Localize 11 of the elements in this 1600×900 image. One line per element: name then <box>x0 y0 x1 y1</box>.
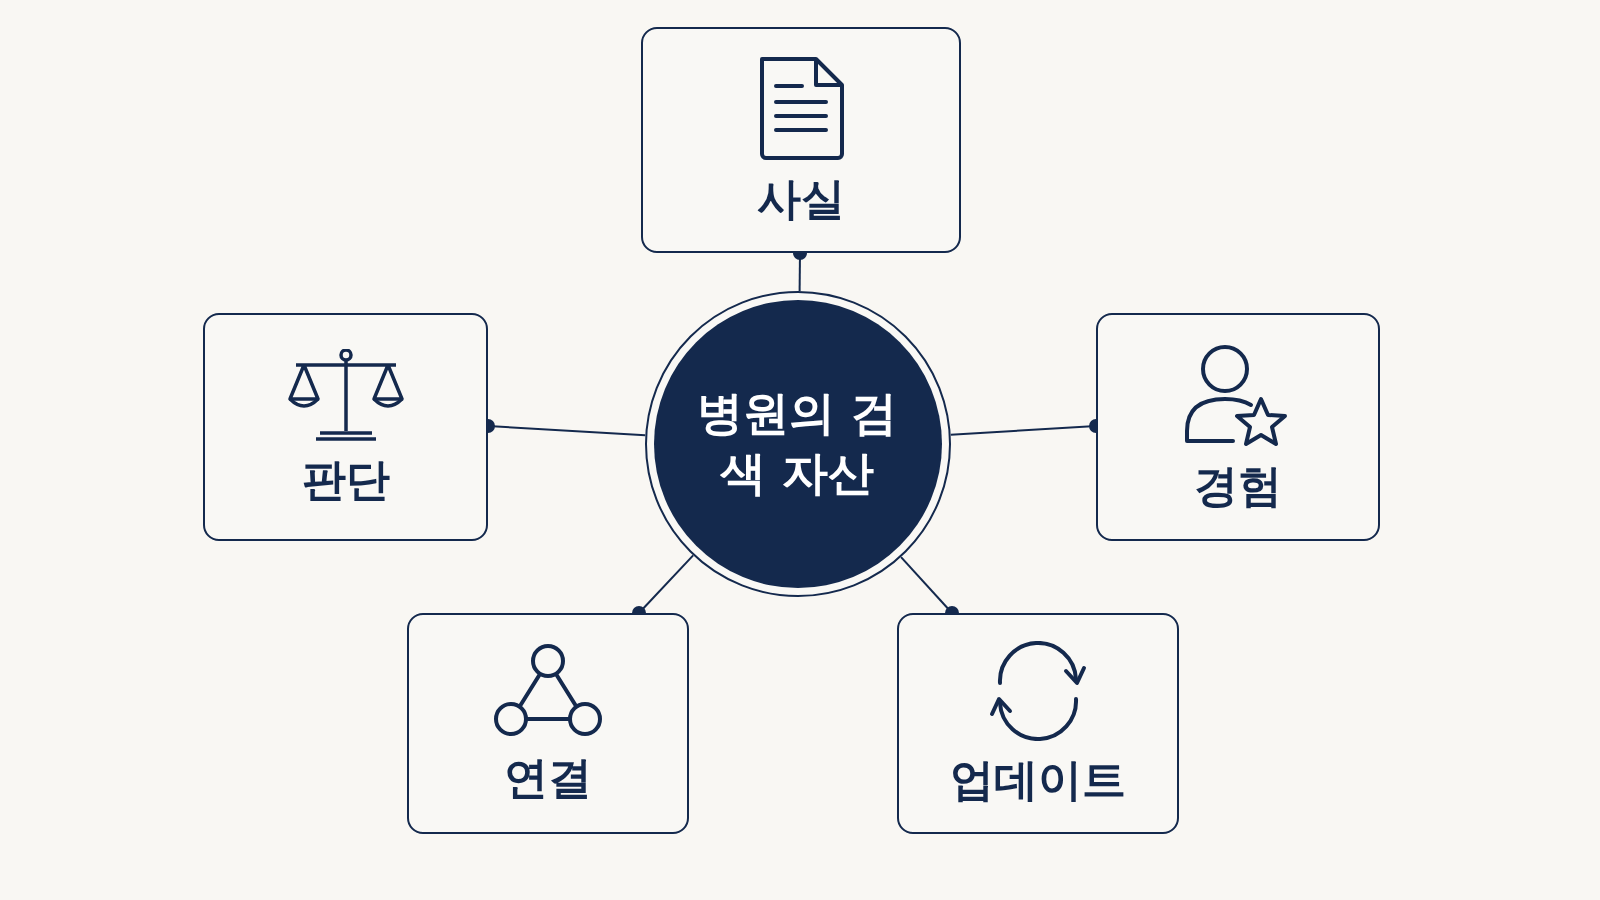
topic-card <box>407 613 689 834</box>
hub-title: 병원의 검색 자산 <box>696 384 899 502</box>
topic-card <box>897 613 1179 834</box>
topic-card <box>203 313 488 541</box>
card-label: 연결 <box>504 753 592 804</box>
topic-card <box>641 27 961 253</box>
card-label: 판단 <box>301 454 390 506</box>
card-label: 경험 <box>1194 460 1282 512</box>
card-label: 사실 <box>757 173 845 225</box>
card-label: 업데이트 <box>950 755 1126 806</box>
topic-card <box>1096 313 1380 541</box>
